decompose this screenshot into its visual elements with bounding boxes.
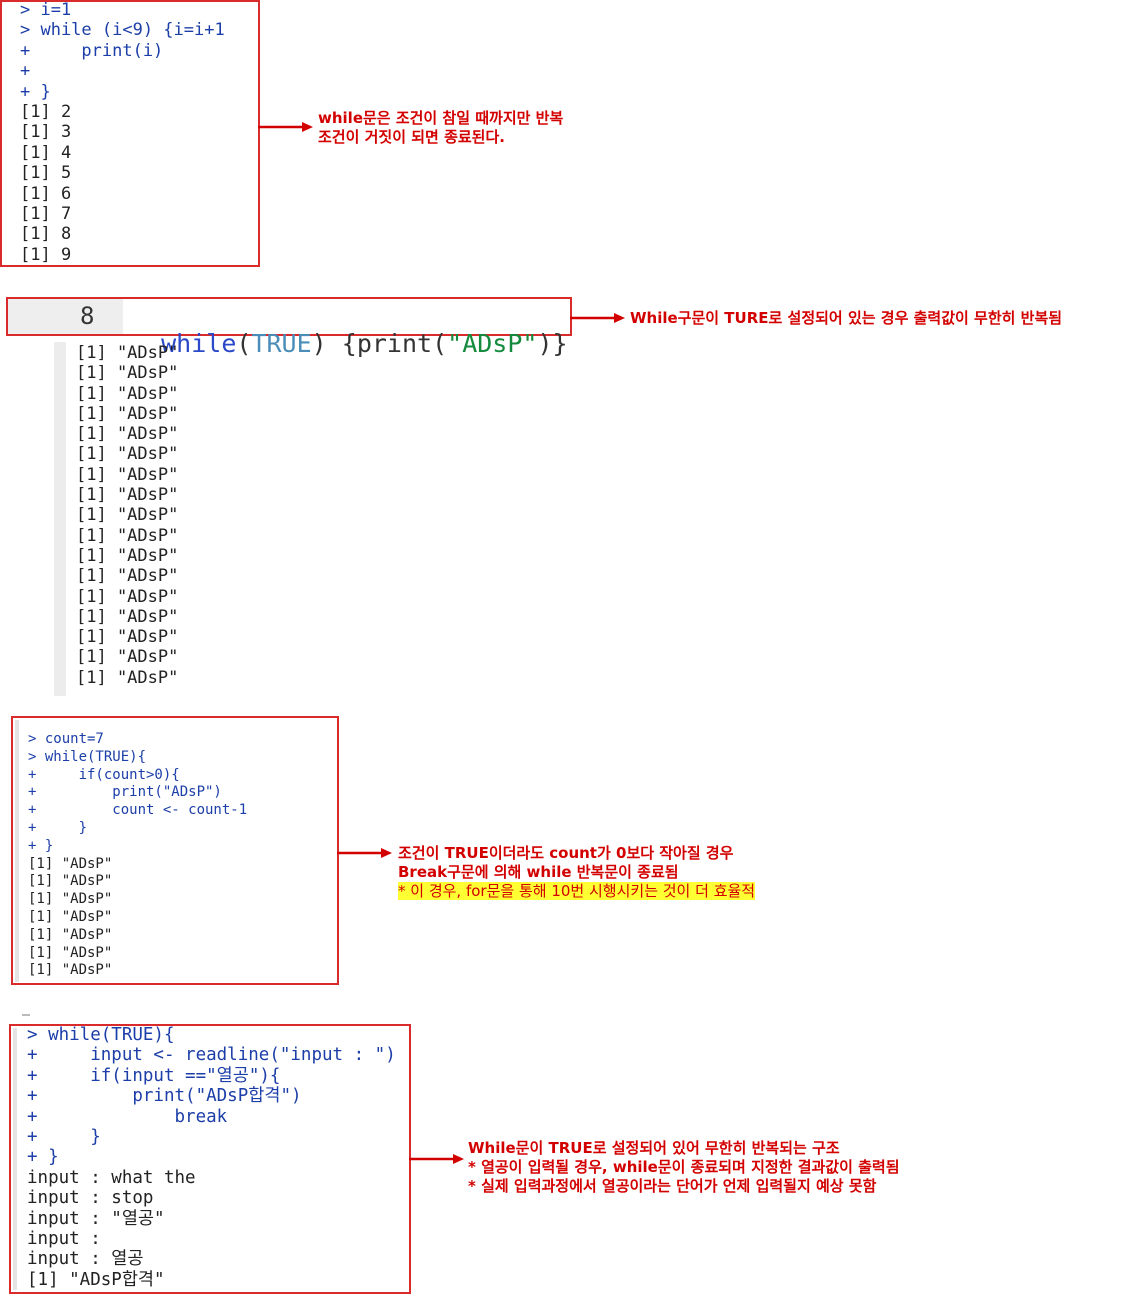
block4-output-line: [1] "ADsP합격" — [27, 1269, 165, 1290]
block3-output-line: [1] "ADsP" — [28, 926, 113, 943]
console-left-bar — [54, 342, 66, 696]
output-line-adsp: [1] "ADsP" — [76, 464, 179, 485]
block4-code-line: + print("ADsP합격") — [27, 1086, 302, 1107]
annotation-line: Break구문에 의해 while 반복문이 종료됨 — [398, 863, 679, 881]
output-line-adsp: [1] "ADsP" — [76, 627, 179, 648]
brace-open: { — [326, 329, 357, 358]
block1-output-line: [1] 8 — [20, 224, 72, 245]
keyword-while: while — [161, 329, 237, 358]
block4-output-line: input : what the — [27, 1167, 196, 1188]
arrow-4 — [409, 1154, 464, 1164]
annotation-4: While문이 TRUE로 설정되어 있어 무한히 반복되는 구조 * 열공이 … — [468, 1139, 900, 1196]
block4-code-line: + } — [27, 1147, 59, 1168]
highlight-note: * 이 경우, for문을 통해 10번 시행시키는 것이 더 효율적 — [398, 882, 756, 901]
output-line-adsp: [1] "ADsP" — [76, 667, 179, 688]
code-panel-1 — [0, 0, 260, 267]
line-number: 8 — [80, 302, 95, 330]
output-line-adsp: [1] "ADsP" — [76, 545, 179, 566]
code-panel-3 — [11, 716, 339, 985]
block4-output-line: input : — [27, 1229, 101, 1250]
block1-output-line: [1] 6 — [20, 183, 72, 204]
block4-code-line: + break — [27, 1106, 228, 1127]
block3-output-line: [1] "ADsP" — [28, 944, 113, 961]
code-panel-4 — [9, 1024, 411, 1294]
function-print: print — [356, 329, 433, 358]
output-line-adsp: [1] "ADsP" — [76, 566, 179, 587]
console-left-bar-4 — [13, 1028, 17, 1290]
console-output-3: > count=7> while(TRUE){+ if(count>0){+ p… — [28, 731, 247, 980]
block1-output-line: [1] 5 — [20, 163, 72, 184]
block1-output-line: [1] 2 — [20, 102, 72, 123]
arrow-2 — [570, 313, 625, 323]
output-line-adsp: [1] "ADsP" — [76, 403, 179, 424]
output-line-adsp: [1] "ADsP" — [76, 383, 179, 404]
output-line-adsp: [1] "ADsP" — [76, 424, 179, 445]
output-line-adsp: [1] "ADsP" — [76, 586, 179, 607]
block1-output-line: [1] 3 — [20, 122, 72, 143]
block3-code-line: + count <- count-1 — [28, 802, 248, 819]
block1-code-line: + print(i) — [20, 40, 164, 61]
arrow-1 — [258, 122, 313, 132]
annotation-line: * 실제 입력과정에서 열공이라는 단어가 언제 입력될지 예상 못함 — [468, 1177, 877, 1195]
block4-output-line: input : 열공 — [27, 1249, 144, 1270]
output-line-adsp: [1] "ADsP" — [76, 485, 179, 506]
block4-code-line: + input <- readline("input : ") — [27, 1045, 396, 1066]
annotation-2: While구문이 TURE로 설정되어 있는 경우 출력값이 무한히 반복됨 — [630, 309, 1063, 327]
block3-code-line: + } — [28, 837, 54, 854]
paren-open: ( — [236, 329, 252, 358]
arrow-3 — [337, 848, 392, 858]
annotation-line: while문은 조건이 참일 때까지만 반복 — [318, 109, 564, 127]
annotation-line: While문이 TRUE로 설정되어 있어 무한히 반복되는 구조 — [468, 1139, 840, 1157]
block4-output-line: input : "열공" — [27, 1208, 165, 1229]
block1-output-line: [1] 4 — [20, 142, 72, 163]
output-line-adsp: [1] "ADsP" — [76, 343, 179, 363]
block3-code-line: + } — [28, 819, 88, 836]
block3-output-line: [1] "ADsP" — [28, 873, 113, 890]
block1-code-line: + — [20, 61, 31, 82]
output-line-adsp: [1] "ADsP" — [76, 647, 179, 668]
block1-output-line: [1] 7 — [20, 204, 72, 225]
code-line-while-true: while(TRUE) {print("ADsP")} — [131, 300, 568, 358]
block4-code-line: + } — [27, 1127, 101, 1148]
block3-output-line: [1] "ADsP" — [28, 908, 113, 925]
block3-code-line: + print("ADsP") — [28, 784, 222, 801]
close-tokens: )} — [537, 329, 568, 358]
annotation-line: * 열공이 입력될 경우, while문이 종료되며 지정한 결과값이 출력됨 — [468, 1158, 900, 1176]
block3-code-line: > count=7 — [28, 731, 104, 747]
output-line-adsp: [1] "ADsP" — [76, 363, 179, 384]
console-left-bar-3 — [15, 720, 19, 982]
line-gutter — [8, 299, 123, 334]
block3-output-line: [1] "ADsP" — [28, 891, 113, 908]
output-line-adsp: [1] "ADsP" — [76, 444, 179, 465]
annotation-line: 조건이 거짓이 되면 종료된다. — [318, 128, 505, 146]
block3-output-line: [1] "ADsP" — [28, 962, 113, 979]
block4-code-line: > while(TRUE){ — [27, 1025, 175, 1045]
block3-code-line: > while(TRUE){ — [28, 748, 147, 765]
output-line-adsp: [1] "ADsP" — [76, 525, 179, 546]
block1-code-line: > i=1 — [20, 0, 72, 20]
string-adsp: "ADsP" — [447, 329, 538, 358]
console-output-4: > while(TRUE){+ input <- readline("input… — [27, 1025, 396, 1290]
divider-tick — [22, 1014, 30, 1016]
paren-open-2: ( — [432, 329, 448, 358]
block1-code-line: + } — [20, 81, 51, 102]
infinite-output: [1] "ADsP"[1] "ADsP"[1] "ADsP"[1] "ADsP"… — [76, 343, 178, 696]
block4-code-line: + if(input =="열공"){ — [27, 1065, 281, 1086]
console-output-1: > i=1> while (i<9) {i=i+1+ print(i)++ }[… — [20, 0, 225, 265]
highlight-text: * 이 경우, for문을 통해 10번 시행시키는 것이 더 효율적 — [398, 882, 756, 900]
block1-output-line: [1] 9 — [20, 244, 72, 265]
annotation-line: 조건이 TRUE이더라도 count가 0보다 작아질 경우 — [398, 844, 734, 862]
paren-close: ) — [311, 329, 327, 358]
block3-output-line: [1] "ADsP" — [28, 855, 113, 872]
block1-code-line: > while (i<9) {i=i+1 — [20, 20, 225, 41]
block4-output-line: input : stop — [27, 1188, 154, 1209]
keyword-true: TRUE — [251, 329, 312, 358]
output-line-adsp: [1] "ADsP" — [76, 606, 179, 627]
block3-code-line: + if(count>0){ — [28, 766, 180, 783]
output-line-adsp: [1] "ADsP" — [76, 505, 179, 526]
